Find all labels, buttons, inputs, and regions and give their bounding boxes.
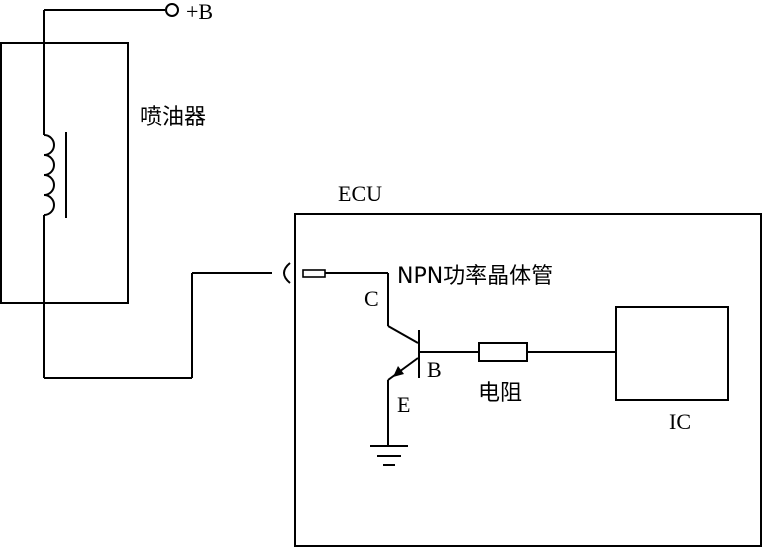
- resistor-label: 电阻: [478, 381, 522, 406]
- ecu-label: ECU: [338, 181, 382, 206]
- resistor: [478, 342, 528, 362]
- connector-pin: [302, 269, 326, 278]
- supply-terminal: [165, 3, 179, 17]
- ic-label: IC: [669, 409, 691, 434]
- connector-socket: [283, 262, 291, 284]
- emitter-label: E: [397, 392, 410, 417]
- ic-box: [615, 306, 729, 401]
- collector-label: C: [364, 286, 379, 311]
- supply-label: +B: [186, 0, 213, 24]
- injector-box: [0, 42, 129, 304]
- emitter-arrow: [393, 366, 404, 377]
- base-label: B: [427, 357, 442, 382]
- transistor-label: NPN功率晶体管: [397, 264, 553, 289]
- ecu-box: [294, 213, 762, 547]
- emitter-lead: [387, 357, 419, 381]
- injector-label: 喷油器: [140, 105, 206, 130]
- injector-coil: [43, 134, 55, 216]
- collector-lead: [387, 325, 419, 344]
